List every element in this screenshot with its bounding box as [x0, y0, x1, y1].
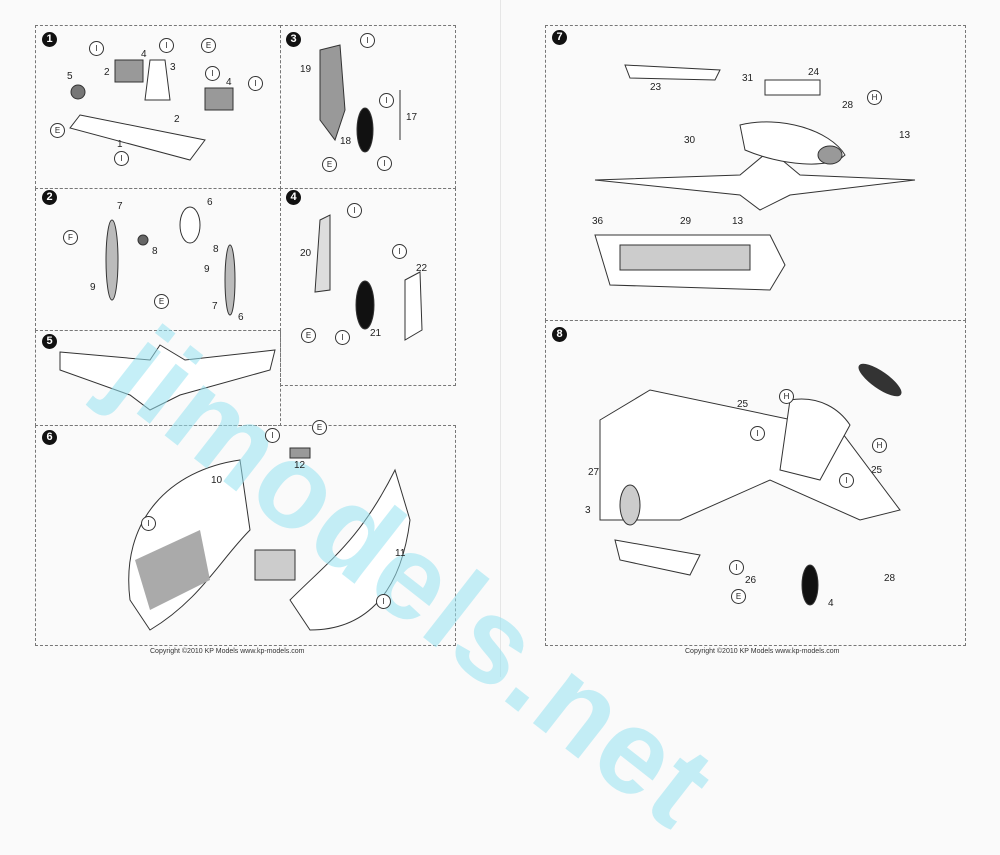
part-callout: H	[779, 389, 794, 404]
part-number: 13	[899, 130, 911, 141]
part-number: 21	[370, 328, 382, 339]
fuselage-halves-drawing	[128, 447, 411, 631]
part-number: 9	[90, 282, 96, 293]
part-number: 4	[226, 77, 232, 88]
part-number: 1	[117, 139, 123, 150]
part-callout: I	[335, 330, 350, 345]
part-number: 13	[732, 216, 744, 227]
part-number: 27	[588, 467, 600, 478]
part-callout: F	[63, 230, 78, 245]
wing-drawing	[59, 344, 276, 411]
part-callout: I	[159, 38, 174, 53]
part-number: 20	[300, 248, 312, 259]
part-number: 22	[416, 263, 428, 274]
step-7-marker: 7	[552, 30, 567, 45]
part-callout: H	[872, 438, 887, 453]
part-number: 7	[212, 301, 218, 312]
part-number: 9	[204, 264, 210, 275]
part-callout: E	[50, 123, 65, 138]
part-callout: I	[376, 594, 391, 609]
part-number: 17	[406, 112, 418, 123]
part-number: 8	[213, 244, 219, 255]
part-callout: E	[301, 328, 316, 343]
part-number: 29	[680, 216, 692, 227]
step-8-marker: 8	[552, 327, 567, 342]
part-callout: I	[347, 203, 362, 218]
step-4-marker: 4	[286, 190, 301, 205]
page-fold	[500, 0, 501, 677]
part-number: 4	[828, 598, 834, 609]
part-number: 7	[117, 201, 123, 212]
part-callout: I	[114, 151, 129, 166]
panel-step-6	[35, 425, 456, 646]
part-number: 3	[585, 505, 591, 516]
part-callout: I	[89, 41, 104, 56]
part-callout: I	[360, 33, 375, 48]
part-number: 4	[141, 49, 147, 60]
step-2-marker: 2	[42, 190, 57, 205]
panel-step-4	[280, 188, 456, 386]
part-number: 11	[395, 548, 406, 559]
part-number: 19	[300, 64, 312, 75]
part-number: 28	[884, 573, 896, 584]
part-callout: H	[867, 90, 882, 105]
part-callout: E	[322, 157, 337, 172]
part-number: 36	[592, 216, 604, 227]
part-number: 6	[207, 197, 213, 208]
part-callout: I	[750, 426, 765, 441]
part-callout: I	[839, 473, 854, 488]
part-number: 26	[745, 575, 757, 586]
part-callout: I	[379, 93, 394, 108]
part-callout: I	[248, 76, 263, 91]
part-number: 2	[174, 114, 180, 125]
step-3-marker: 3	[286, 32, 301, 47]
part-number: 5	[67, 71, 73, 82]
part-callout: I	[265, 428, 280, 443]
part-number: 31	[742, 73, 754, 84]
part-number: 6	[238, 312, 244, 323]
landing-gear-leg-drawing	[319, 44, 401, 153]
panel-step-8	[545, 320, 966, 646]
part-number: 24	[808, 67, 820, 78]
propeller-drawing	[105, 206, 236, 316]
copyright-right: Copyright ©2010 KP Models www.kp-models.…	[685, 648, 840, 655]
part-number: 23	[650, 82, 662, 93]
part-callout: E	[731, 589, 746, 604]
part-callout: E	[312, 420, 327, 435]
part-number: 18	[340, 136, 352, 147]
part-callout: I	[377, 156, 392, 171]
part-number: 12	[294, 460, 306, 471]
part-callout: I	[205, 66, 220, 81]
part-number: 8	[152, 246, 158, 257]
landing-gear-left-drawing	[314, 214, 423, 341]
part-number: 28	[842, 100, 854, 111]
part-number: 25	[871, 465, 883, 476]
part-number: 30	[684, 135, 696, 146]
aircraft-final-drawing	[599, 363, 902, 606]
part-number: 25	[737, 399, 749, 410]
part-callout: E	[201, 38, 216, 53]
part-callout: I	[392, 244, 407, 259]
step-5-marker: 5	[42, 334, 57, 349]
step-6-marker: 6	[42, 430, 57, 445]
part-number: 10	[211, 475, 223, 486]
part-number: 3	[170, 62, 176, 73]
part-callout: I	[141, 516, 156, 531]
part-callout: E	[154, 294, 169, 309]
fuselage-top-view-drawing	[594, 64, 916, 211]
copyright-left: Copyright ©2010 KP Models www.kp-models.…	[150, 648, 305, 655]
part-number: 2	[104, 67, 110, 78]
fuselage-side-view-drawing	[594, 234, 786, 291]
step-1-marker: 1	[42, 32, 57, 47]
cockpit-floor-drawing	[69, 59, 234, 161]
assembly-drawings	[59, 44, 916, 631]
part-callout: I	[729, 560, 744, 575]
